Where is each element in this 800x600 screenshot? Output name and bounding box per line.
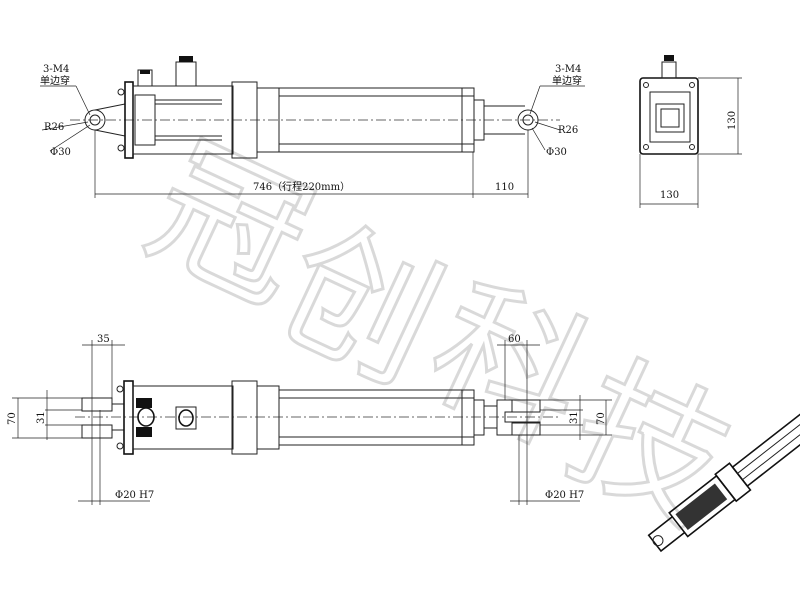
left-slot-dim: 31 bbox=[36, 411, 47, 424]
right-thread-label: 3-M4 bbox=[555, 64, 581, 75]
end-height-dim: 130 bbox=[727, 111, 738, 130]
left-radius-label: R26 bbox=[44, 122, 64, 133]
right-clevis-width-dim: 60 bbox=[508, 334, 521, 345]
right-diameter-label: Φ30 bbox=[546, 147, 567, 158]
right-slot-dim: 31 bbox=[569, 411, 580, 424]
left-thread-note: 单边穿 bbox=[40, 74, 70, 87]
right-radius-label: R26 bbox=[558, 125, 578, 136]
right-thread-note: 单边穿 bbox=[552, 74, 582, 87]
right-pin-dim: Φ20 H7 bbox=[545, 490, 584, 501]
top-view bbox=[40, 56, 585, 198]
end-width-dim: 130 bbox=[660, 190, 679, 201]
left-pin-dim: Φ20 H7 bbox=[115, 490, 154, 501]
side-view bbox=[12, 340, 612, 505]
left-outer-height-dim: 70 bbox=[7, 412, 18, 425]
left-diameter-label: Φ30 bbox=[50, 147, 71, 158]
isometric-view bbox=[647, 410, 800, 553]
extension-dim: 110 bbox=[495, 182, 514, 193]
overall-length-dim: 746（行程220mm） bbox=[253, 180, 350, 193]
watermark-logo: 冠 创 科 技 bbox=[123, 113, 755, 557]
left-thread-label: 3-M4 bbox=[43, 64, 69, 75]
right-outer-height-dim: 70 bbox=[596, 412, 607, 425]
left-clevis-width-dim: 35 bbox=[97, 334, 110, 345]
end-view bbox=[639, 55, 742, 208]
